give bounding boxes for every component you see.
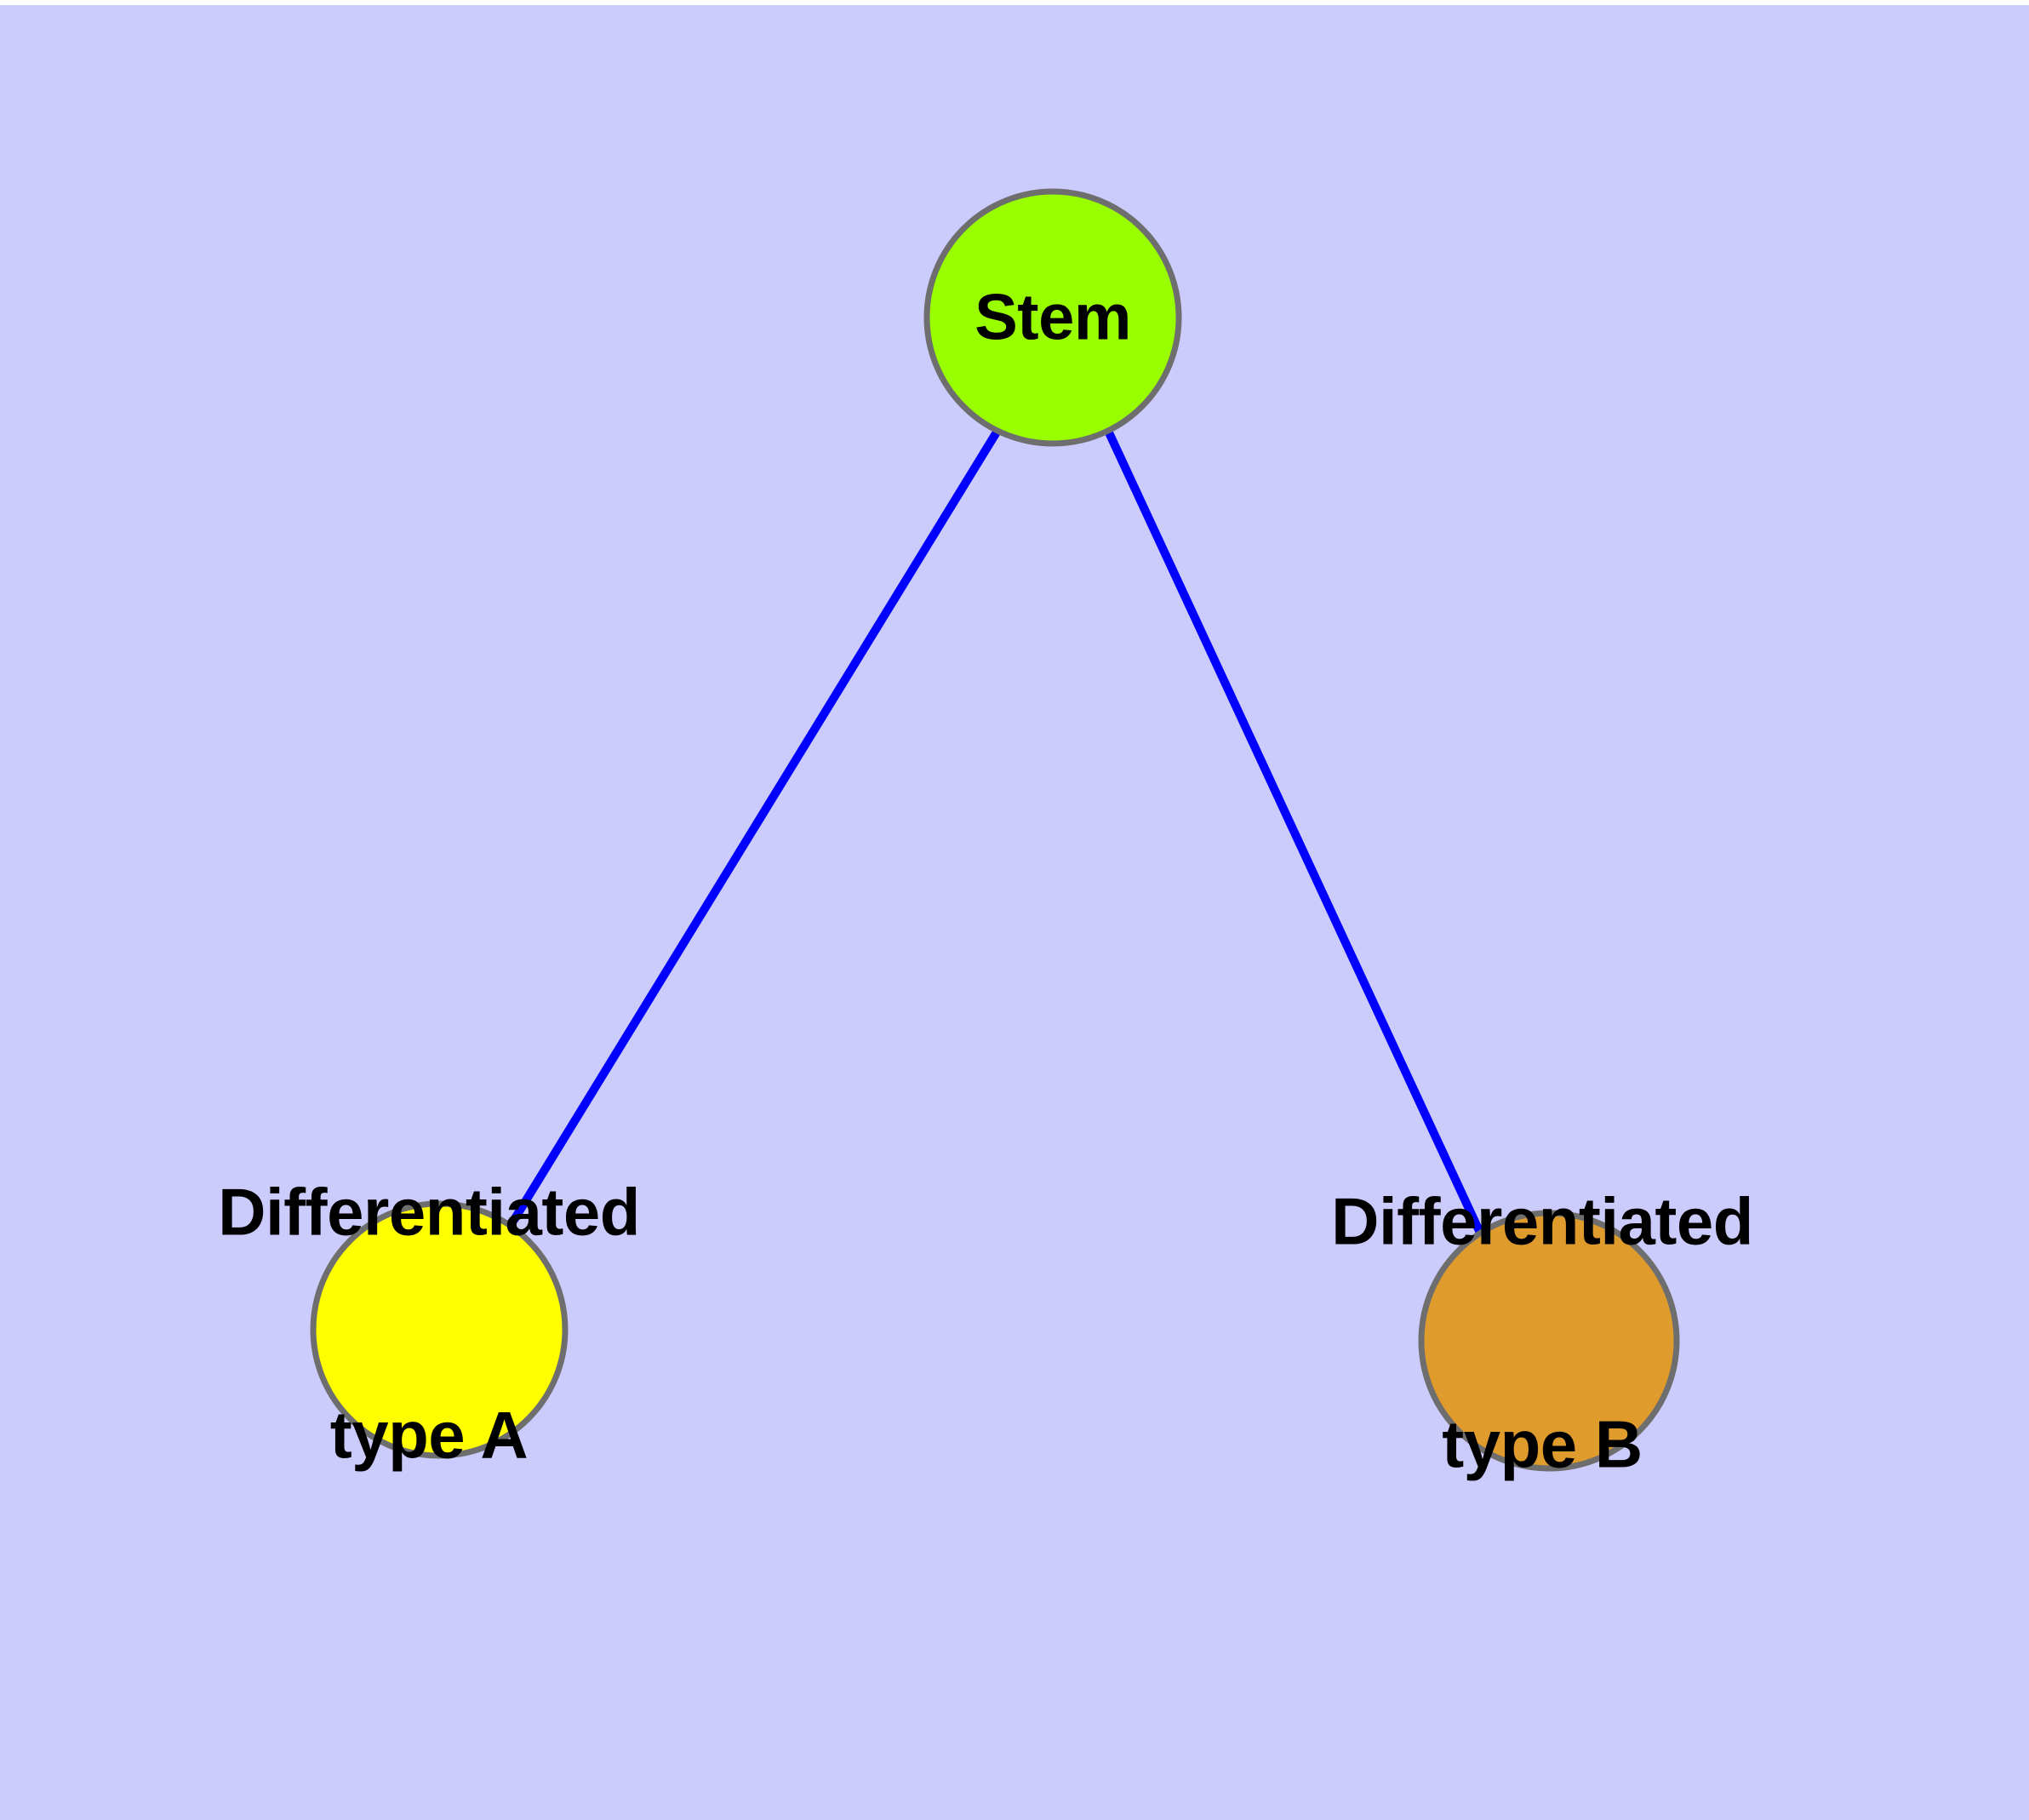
node-differentiated-type-b[interactable] xyxy=(1418,1210,1680,1472)
node-differentiated-type-a[interactable] xyxy=(310,1200,569,1459)
edge-stem-to-differentiated-type-a[interactable] xyxy=(510,426,1002,1224)
edge-layer xyxy=(510,426,1484,1237)
node-stem[interactable] xyxy=(923,188,1182,447)
edge-stem-to-differentiated-type-b[interactable] xyxy=(1104,426,1484,1237)
node-layer xyxy=(310,188,1680,1472)
